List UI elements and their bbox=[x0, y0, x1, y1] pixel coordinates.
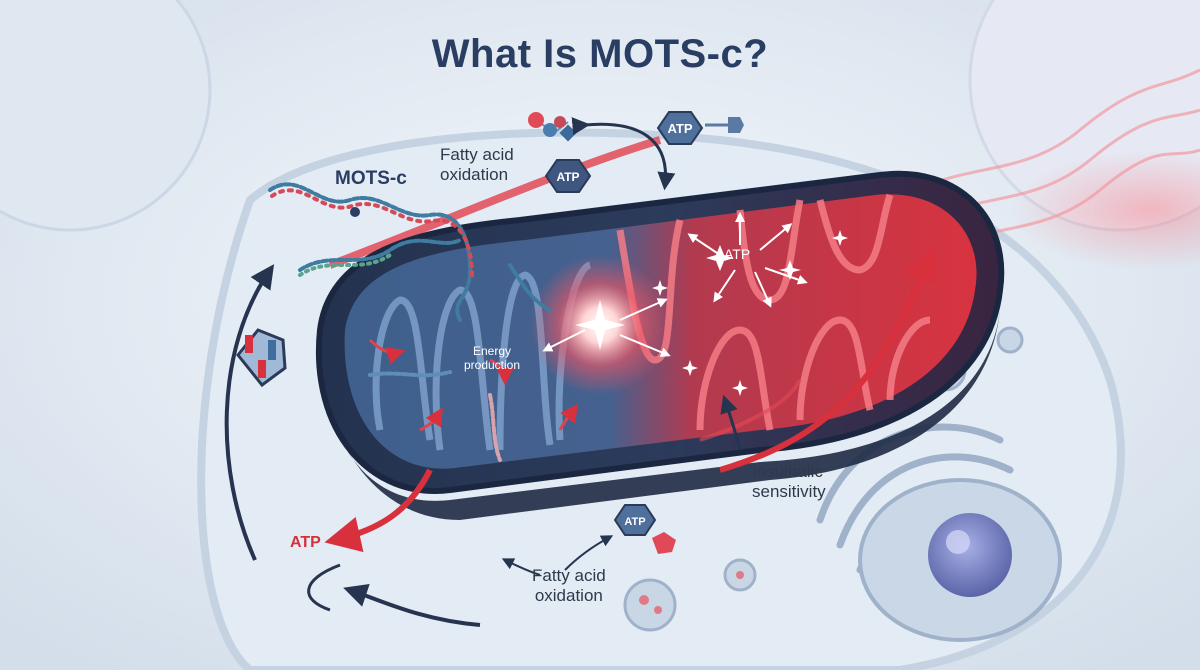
bottom-cycle-arrow bbox=[343, 583, 481, 627]
mots-c-peptide-strand bbox=[268, 182, 552, 462]
svg-text:ATP: ATP bbox=[556, 170, 579, 184]
left-cycle-arrow bbox=[224, 264, 275, 561]
protein-blob-icon bbox=[652, 532, 676, 554]
mots-c-label: MOTS-c bbox=[335, 168, 407, 189]
page-title: What Is MOTS-c? bbox=[431, 32, 769, 76]
nucleus-icon bbox=[928, 513, 1012, 597]
fatty-acid-arrow-top bbox=[571, 117, 676, 191]
inner-red-arrows bbox=[368, 338, 579, 432]
svg-text:ATP: ATP bbox=[624, 516, 645, 528]
right-output-arrow bbox=[719, 244, 939, 473]
atp-center-label: ATP bbox=[724, 246, 751, 262]
bg-cell-left bbox=[0, 0, 212, 232]
energy-production-label: Energy production bbox=[463, 344, 521, 372]
star-burst-icon bbox=[575, 230, 848, 396]
atp-chain bbox=[705, 117, 744, 133]
cristae-red bbox=[616, 193, 931, 431]
insulin-arrow bbox=[720, 394, 742, 451]
insulin-sensitivity-label: Insuihalic sensitivity bbox=[752, 462, 826, 501]
energy-arrows bbox=[542, 212, 808, 357]
recycle-icon bbox=[236, 328, 287, 388]
svg-text:ATP: ATP bbox=[667, 121, 692, 136]
atp-release-arrow bbox=[324, 468, 433, 553]
atp-badge-bottom: ATP bbox=[613, 504, 657, 536]
fatty-acid-oxidation-label-bottom: Fatty acid oxidation bbox=[532, 566, 606, 605]
fatty-acid-oxidation-label-top: Fatty acid oxidation bbox=[440, 145, 514, 184]
atp-badge-small: ATP bbox=[544, 159, 592, 193]
atp-badge-top: ATP bbox=[656, 111, 704, 145]
atp-left-label: ATP bbox=[290, 534, 321, 551]
